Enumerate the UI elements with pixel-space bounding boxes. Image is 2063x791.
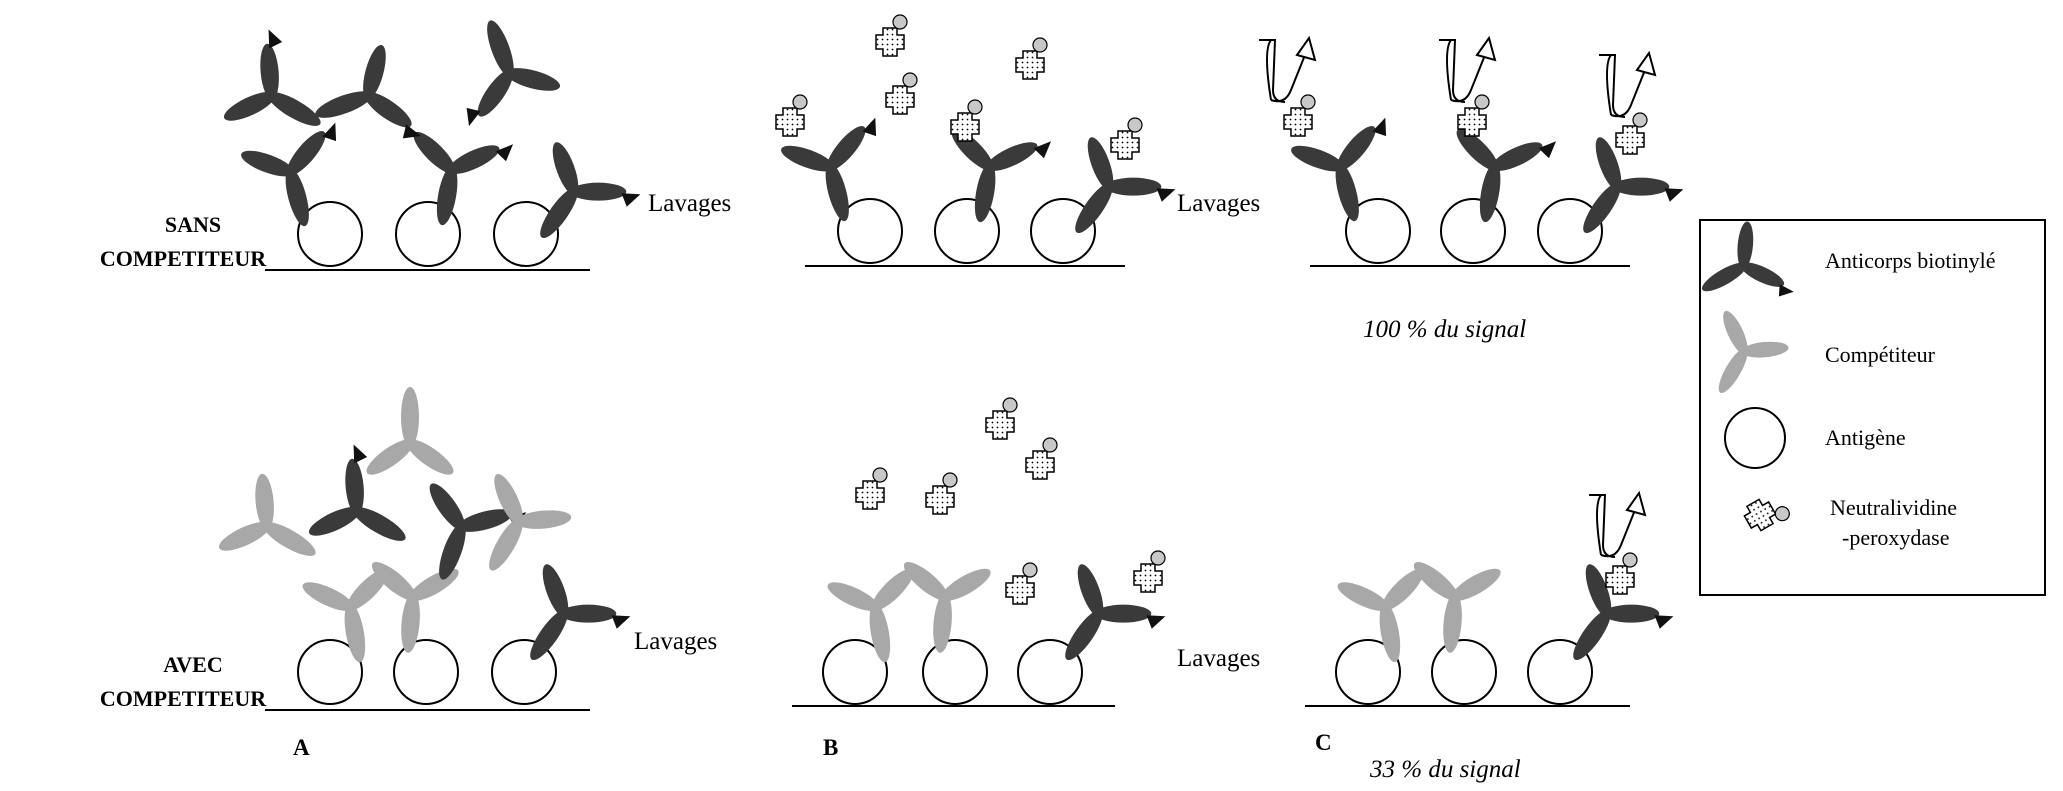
panel-b-bottom (792, 397, 1167, 707)
legend-label-neutravidin: Neutralividine (1830, 495, 1958, 520)
step-label-a: A (293, 735, 310, 760)
antigen-circle-icon (1724, 407, 1786, 469)
panel-c-top (1258, 37, 1685, 267)
wash-label-top-1: Lavages (648, 190, 732, 217)
row-label-avec-line2: COMPETITEUR (99, 686, 267, 711)
panel-a-top (215, 4, 642, 271)
legend (1681, 214, 2046, 596)
legend-label-competitor: Compétiteur (1825, 342, 1935, 367)
row-label-sans-line1: SANS (164, 212, 222, 237)
wash-label-bottom-1: Lavages (634, 628, 718, 655)
signal-label-33: 33 % du signal (1370, 756, 1521, 783)
step-label-c: C (1315, 730, 1332, 755)
step-label-b: B (823, 735, 839, 760)
legend-label-peroxidase: -peroxydase (1842, 525, 1950, 550)
panel-c-bottom (1305, 492, 1675, 707)
signal-label-100: 100 % du signal (1363, 316, 1527, 343)
row-label-sans-line2: COMPETITEUR (99, 246, 267, 271)
legend-label-antigen: Antigène (1825, 425, 1906, 450)
legend-label-antibody: Anticorps biotinylé (1825, 248, 1996, 273)
row-label-avec-line1: AVEC (163, 652, 223, 677)
panel-a-bottom (210, 387, 632, 711)
wash-label-bottom-2: Lavages (1177, 645, 1261, 672)
wash-label-top-2: Lavages (1177, 190, 1261, 217)
panel-b-top (774, 14, 1177, 267)
